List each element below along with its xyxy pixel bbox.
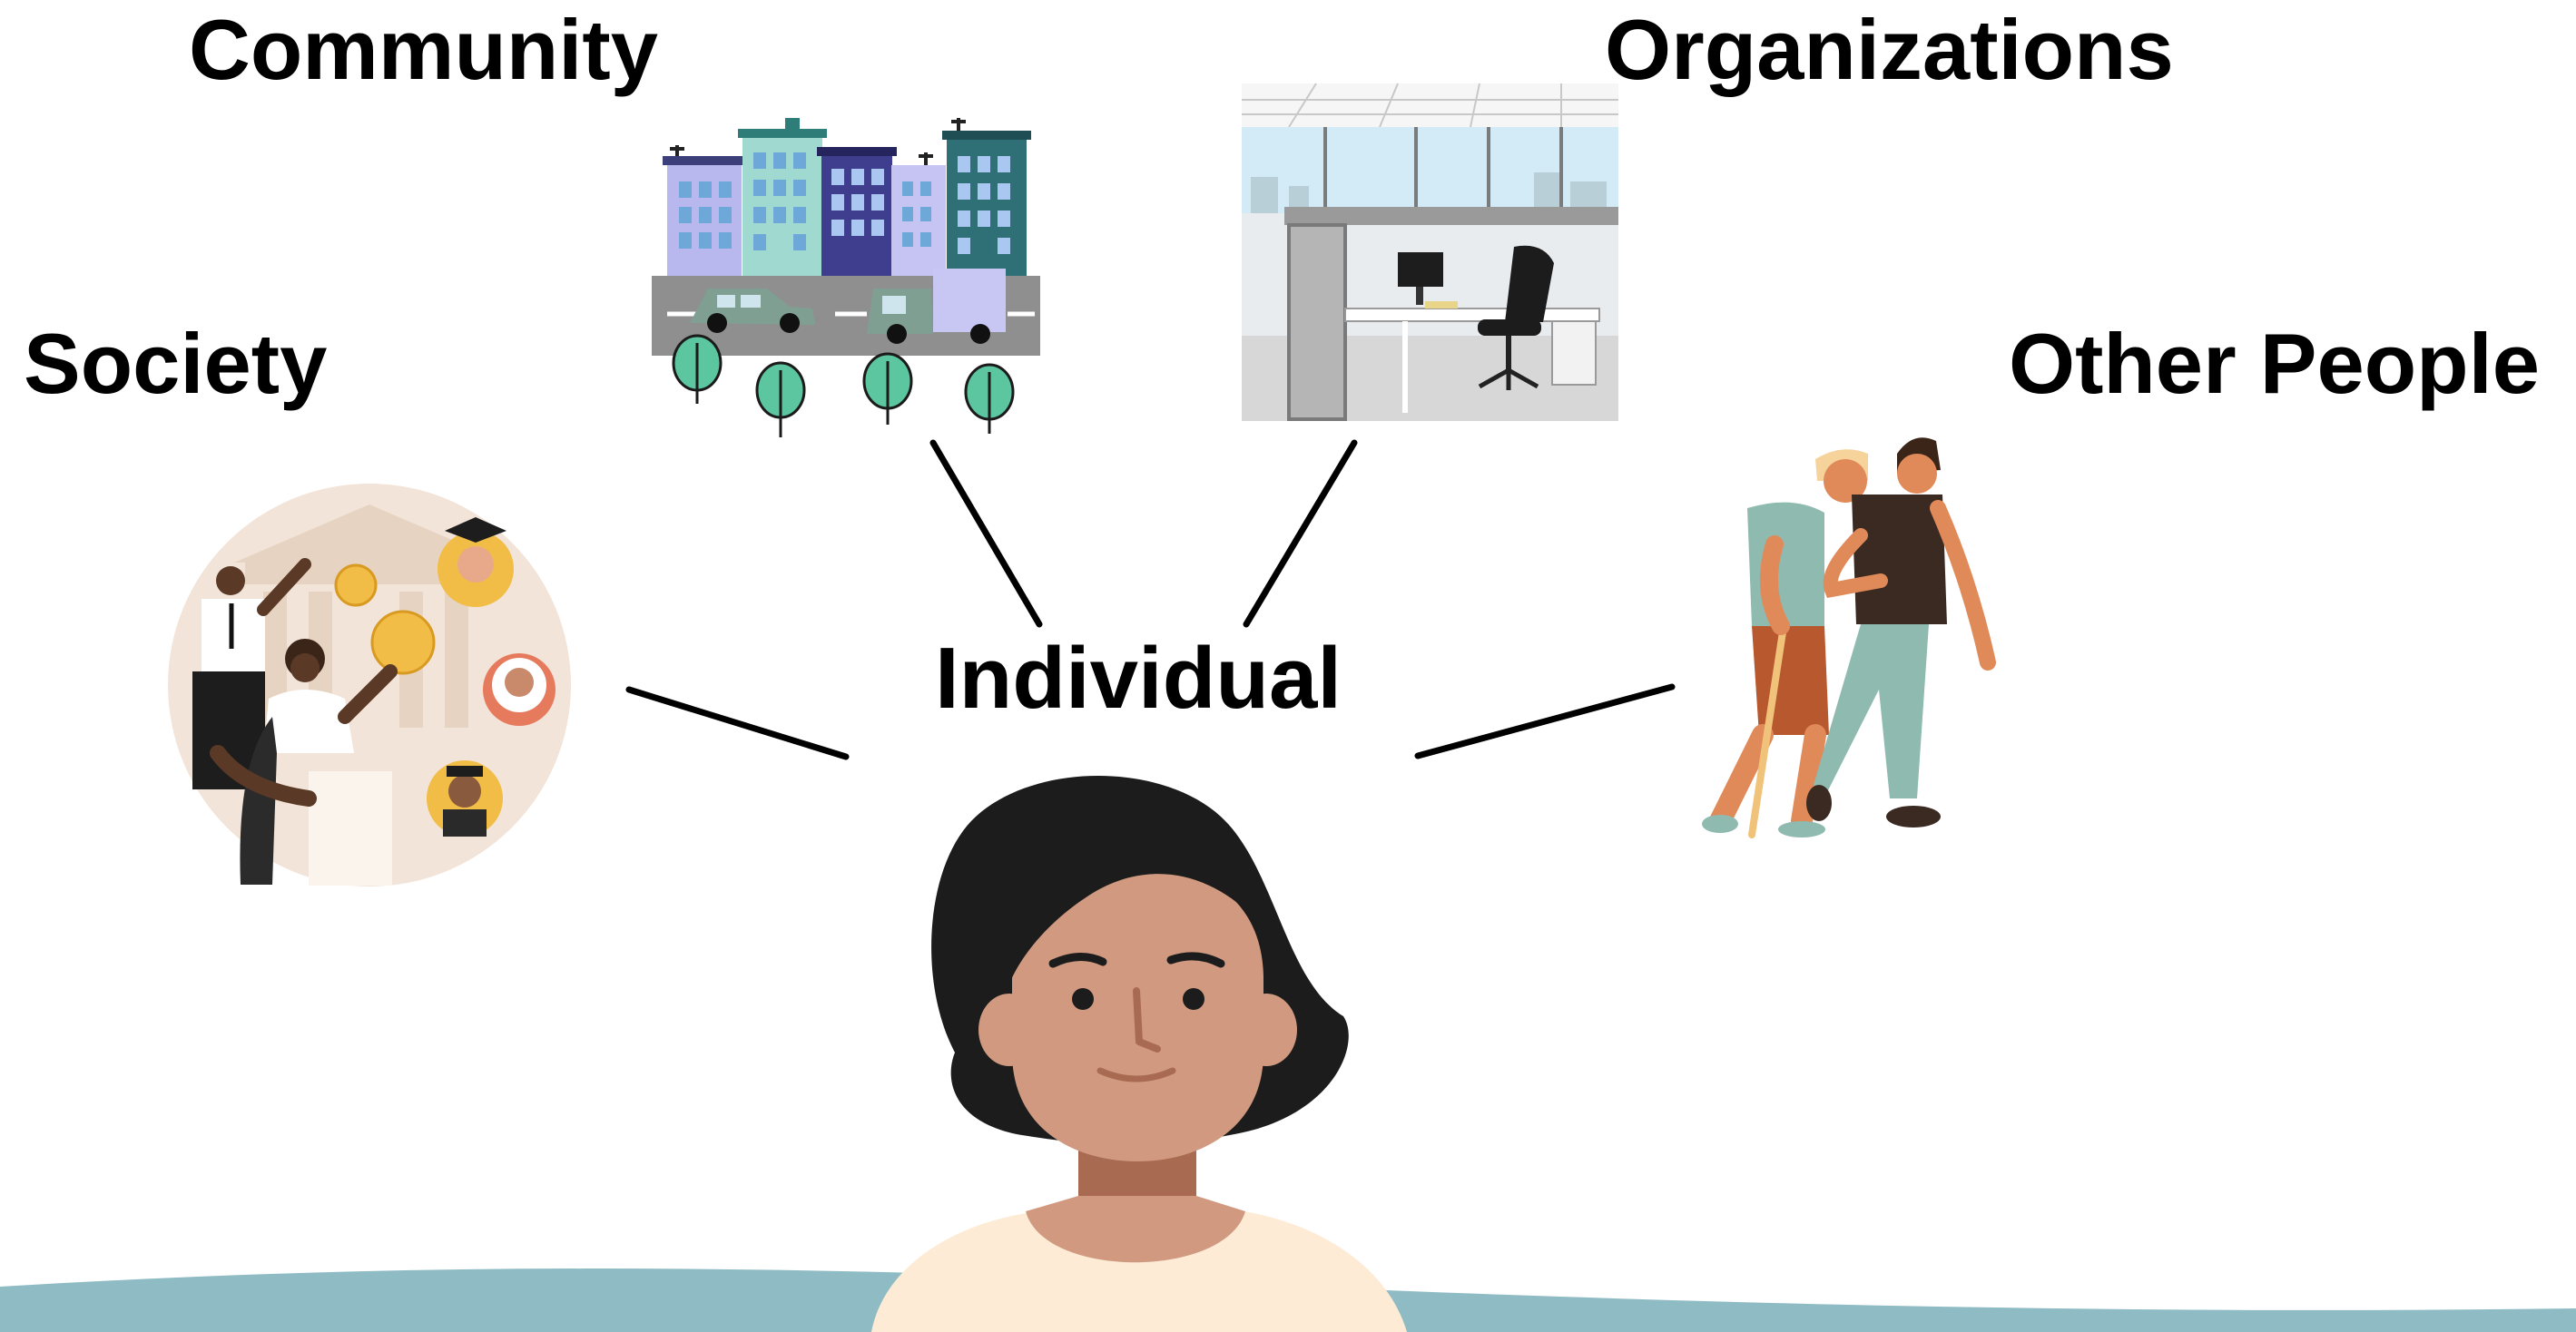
label-community: Community bbox=[189, 2, 658, 97]
city-street-icon bbox=[652, 118, 1040, 437]
individual-woman-icon bbox=[871, 776, 1407, 1332]
label-other-people: Other People bbox=[2008, 316, 2540, 411]
label-organizations: Organizations bbox=[1605, 2, 2174, 97]
office-cubicle-icon bbox=[1242, 83, 1618, 421]
connector-society bbox=[625, 686, 850, 760]
connector-community bbox=[929, 439, 1043, 628]
society-roles-icon bbox=[168, 484, 571, 886]
connector-organizations bbox=[1243, 439, 1358, 628]
label-individual: Individual bbox=[935, 630, 1342, 727]
walking-helpers-icon bbox=[1702, 437, 1996, 838]
connector-other-people bbox=[1414, 683, 1676, 759]
label-society: Society bbox=[24, 316, 328, 411]
connectors bbox=[625, 439, 1676, 760]
